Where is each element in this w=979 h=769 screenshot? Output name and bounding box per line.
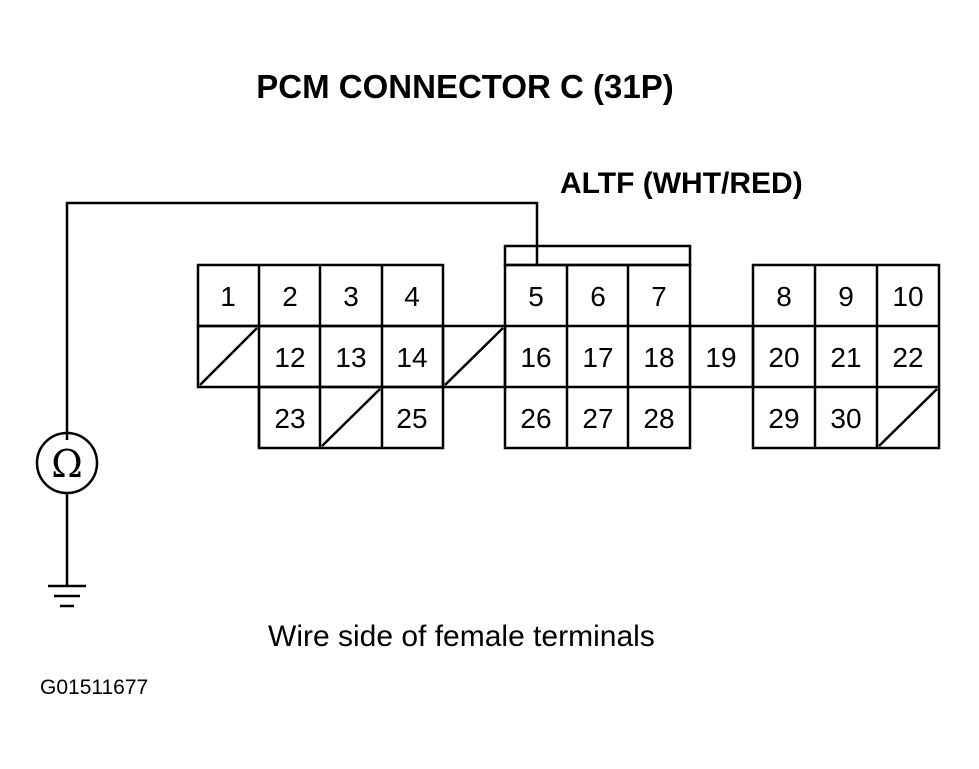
terminal-5: 5 <box>528 281 544 312</box>
empty-cavity-24 <box>321 388 381 447</box>
right-block <box>751 263 941 450</box>
terminal-20: 20 <box>768 342 799 373</box>
terminal-29: 29 <box>768 403 799 434</box>
terminal-27: 27 <box>582 403 613 434</box>
terminal-19: 19 <box>705 342 736 373</box>
empty-cavity-15 <box>444 327 504 386</box>
wire-label: ALTF (WHT/RED) <box>560 167 803 200</box>
terminal-22: 22 <box>892 342 923 373</box>
terminal-6: 6 <box>590 281 606 312</box>
figure-code: G01511677 <box>40 676 149 699</box>
terminal-18: 18 <box>643 342 674 373</box>
terminal-16: 16 <box>520 342 551 373</box>
test-lead-wire <box>65 201 539 440</box>
terminal-10: 10 <box>892 281 923 312</box>
terminal-23: 23 <box>274 403 305 434</box>
terminal-26: 26 <box>520 403 551 434</box>
diagram-title: PCM CONNECTOR C (31P) <box>256 68 674 105</box>
terminal-28: 28 <box>643 403 674 434</box>
terminal-2: 2 <box>282 281 298 312</box>
terminal-9: 9 <box>838 281 854 312</box>
ground-icon <box>48 584 86 608</box>
terminal-30: 30 <box>830 403 861 434</box>
view-caption: Wire side of female terminals <box>268 620 655 653</box>
empty-cavity-11 <box>199 327 258 386</box>
terminal-21: 21 <box>830 342 861 373</box>
terminal-25: 25 <box>396 403 427 434</box>
terminal-1: 1 <box>220 281 236 312</box>
terminal-17: 17 <box>582 342 613 373</box>
terminal-3: 3 <box>343 281 359 312</box>
empty-cavity-31 <box>878 388 938 447</box>
terminal-13: 13 <box>335 342 366 373</box>
connector-lock-tab <box>503 244 692 267</box>
ohm-icon: Ω <box>51 442 83 486</box>
terminal-8: 8 <box>776 281 792 312</box>
terminal-7: 7 <box>651 281 667 312</box>
terminal-14: 14 <box>396 342 427 373</box>
connector-housing <box>196 244 941 450</box>
terminal-12: 12 <box>274 342 305 373</box>
terminal-4: 4 <box>404 281 420 312</box>
